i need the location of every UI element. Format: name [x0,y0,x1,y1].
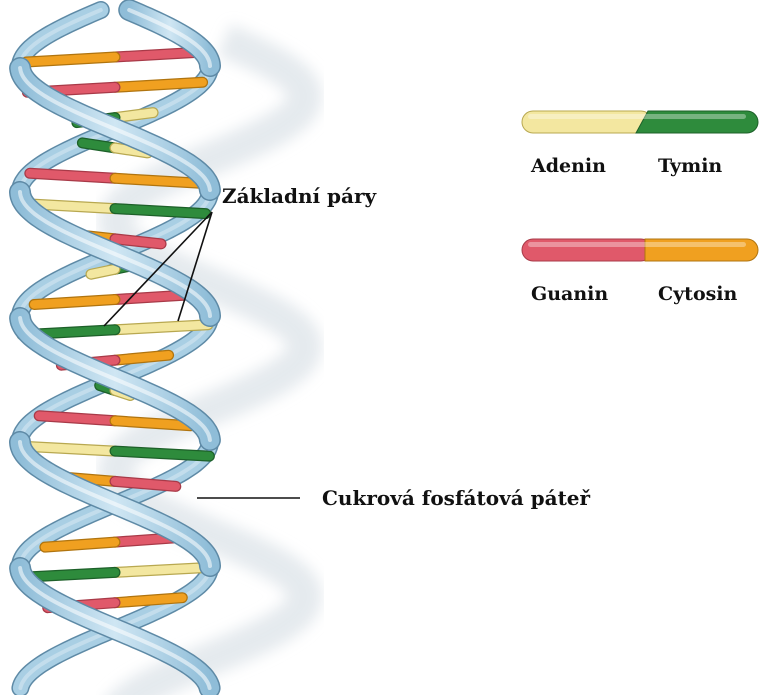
adenine-base [115,113,153,118]
legend-gc-pair: Guanin Cytosin [522,239,758,305]
cytosine-base [115,355,169,360]
adenine-base [115,325,208,330]
guanine-base [39,416,115,421]
cytosine-base [115,178,200,183]
legend-guanine-label: Guanin [531,283,608,305]
cytosine-base [34,300,115,305]
legend-gc-highlight [528,242,746,247]
cytosine-base [26,57,115,62]
legend: Adenin Tymin Guanin Cytosin [522,111,758,305]
legend-thymine-label: Tymin [658,155,722,177]
guanine-base [115,239,161,244]
cytosine-base [45,542,115,547]
adenine-base [91,269,115,274]
cytosine-base [115,82,203,87]
legend-at-highlight [528,114,746,119]
cytosine-base [115,421,191,426]
guanine-base [115,481,176,486]
adenine-base [115,567,210,572]
backbone-label: Cukrová fosfátová páteř [322,486,591,510]
legend-at-pair: Adenin Tymin [522,111,758,177]
legend-cytosine-label: Cytosin [658,283,738,305]
guanine-base [30,173,115,178]
thymine-base [115,209,206,214]
cytosine-base [115,598,182,603]
legend-adenine-label: Adenin [530,155,606,177]
thymine-base [115,451,209,456]
base-pairs-label: Základní páry [222,184,378,208]
